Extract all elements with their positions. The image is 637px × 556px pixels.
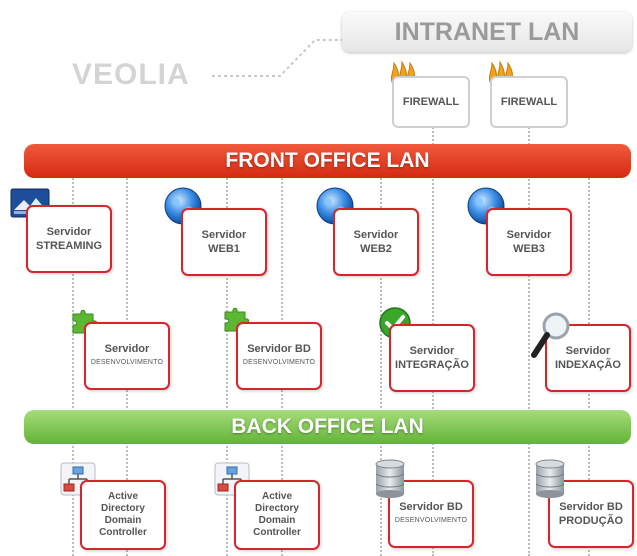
connector-line xyxy=(528,112,530,556)
server-name: DESENVOLVIMENTO xyxy=(90,359,164,366)
front-office-lan-bar: FRONT OFFICE LAN xyxy=(24,144,631,178)
server-label: Controller xyxy=(253,527,301,538)
server-integracao: Servidor INTEGRAÇÃO xyxy=(389,324,475,392)
brand-logo: VEOLIA xyxy=(72,58,190,91)
connector-line xyxy=(380,178,382,556)
server-active-directory-1: Active Directory Domain Controller xyxy=(80,480,166,550)
server-name: INDEXAÇÃO xyxy=(554,359,621,371)
server-name: WEB3 xyxy=(513,243,545,255)
firewall-1: FIREWALL xyxy=(392,76,470,128)
server-label: Servidor BD xyxy=(247,343,311,355)
server-bd-desenvolvimento: Servidor BD DESENVOLVIMENTO xyxy=(236,322,322,390)
server-indexacao: Servidor INDEXAÇÃO xyxy=(545,324,631,392)
server-web2: Servidor WEB2 xyxy=(333,208,419,276)
server-name: STREAMING xyxy=(36,240,102,252)
server-bd-desenvolvimento-back: Servidor BD DESENVOLVIMENTO xyxy=(388,480,474,548)
server-label: Domain xyxy=(104,515,142,526)
server-label: Active xyxy=(261,491,292,502)
database-icon xyxy=(534,458,566,503)
server-bd-producao: Servidor BD PRODUÇÃO xyxy=(548,480,634,548)
server-name: PRODUÇÃO xyxy=(558,515,624,527)
server-label: Servidor xyxy=(409,345,455,357)
firewall-2: FIREWALL xyxy=(490,76,568,128)
server-label: Servidor BD xyxy=(559,501,623,513)
server-label: Active xyxy=(107,491,138,502)
firewall-label: FIREWALL xyxy=(402,96,460,108)
server-label: Domain xyxy=(258,515,296,526)
intranet-lan-label: INTRANET LAN xyxy=(394,17,580,46)
server-label: Directory xyxy=(255,503,299,514)
database-icon xyxy=(374,458,406,503)
front-office-lan-label: FRONT OFFICE LAN xyxy=(225,149,430,172)
back-office-lan-label: BACK OFFICE LAN xyxy=(231,415,424,438)
connector-line xyxy=(72,178,74,556)
firewall-label: FIREWALL xyxy=(500,96,558,108)
server-desenvolvimento: Servidor DESENVOLVIMENTO xyxy=(84,322,170,390)
server-name: INTEGRAÇÃO xyxy=(395,359,469,371)
server-label: Directory xyxy=(101,503,145,514)
back-office-lan-bar: BACK OFFICE LAN xyxy=(24,410,631,444)
brand-link-line xyxy=(212,39,346,77)
server-name: WEB2 xyxy=(360,243,392,255)
server-label: Servidor xyxy=(565,345,611,357)
connector-line xyxy=(226,178,228,556)
server-label: Servidor xyxy=(46,226,92,238)
magnifier-icon xyxy=(530,310,574,367)
server-web3: Servidor WEB3 xyxy=(486,208,572,276)
server-active-directory-2: Active Directory Domain Controller xyxy=(234,480,320,550)
server-label: Servidor xyxy=(506,229,552,241)
server-label: Servidor BD xyxy=(399,501,463,513)
server-label: Controller xyxy=(99,527,147,538)
intranet-lan-bar: INTRANET LAN xyxy=(342,12,632,52)
server-name: DESENVOLVIMENTO xyxy=(242,359,316,366)
server-name: WEB1 xyxy=(208,243,240,255)
server-name: DESENVOLVIMENTO xyxy=(394,517,468,524)
server-label: Servidor xyxy=(353,229,399,241)
server-label: Servidor xyxy=(201,229,247,241)
server-label: Servidor xyxy=(104,343,150,355)
server-streaming: Servidor STREAMING xyxy=(26,205,112,273)
server-web1: Servidor WEB1 xyxy=(181,208,267,276)
